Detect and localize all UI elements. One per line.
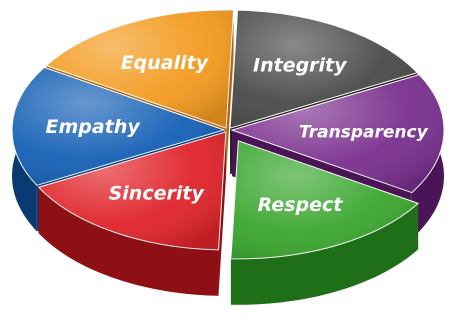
slice-respect-outer-wall	[230, 203, 419, 305]
slice-label-equality: Equality	[121, 52, 210, 74]
slice-empathy-highlight	[12, 67, 225, 186]
slice-integrity-highlight	[230, 10, 418, 129]
slice-transparency-highlight	[231, 74, 444, 193]
slice-label-empathy: Empathy	[46, 116, 142, 138]
slice-label-integrity: Integrity	[253, 55, 348, 77]
slice-sincerity-highlight	[38, 131, 226, 250]
pie-tops	[11, 9, 445, 260]
slice-label-sincerity: Sincerity	[109, 182, 206, 204]
slice-equality-highlight	[46, 10, 234, 129]
slice-label-respect: Respect	[258, 194, 344, 216]
slice-label-transparency: Transparency	[299, 123, 429, 143]
slice-respect-highlight	[230, 140, 419, 259]
slice-sincerity-outer-wall	[38, 187, 219, 296]
